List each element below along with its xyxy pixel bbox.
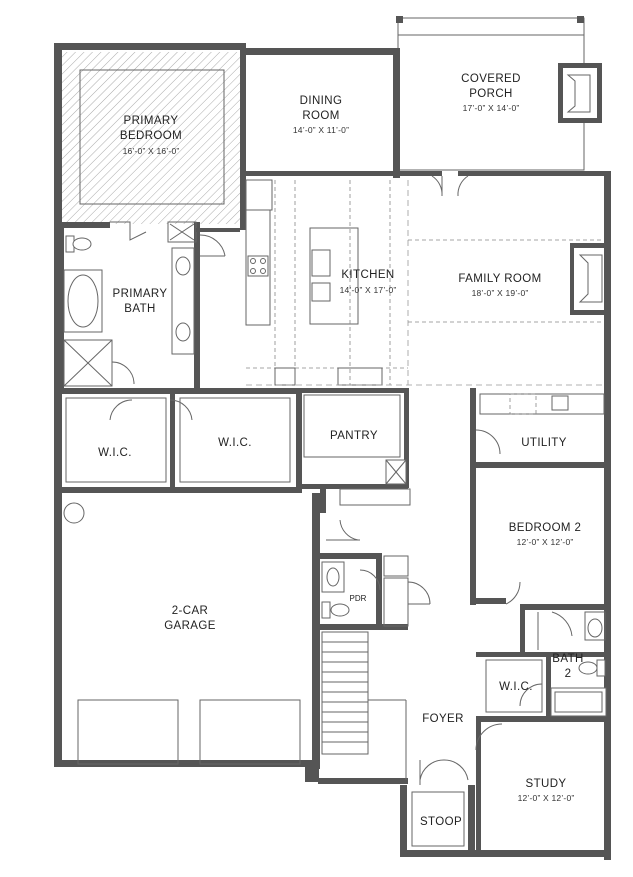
dining-room-label-2: ROOM	[302, 110, 339, 122]
kitchen: KITCHEN 14’-0” X 17’-0”	[245, 179, 408, 386]
dining-room: DINING ROOM 14’-0” X 11’-0”	[293, 95, 349, 135]
covered-porch-label: COVERED	[461, 73, 521, 85]
primary-bath-label-2: BATH	[124, 303, 155, 315]
porch-fireplace	[558, 63, 602, 123]
primary-bath: PRIMARY BATH	[62, 221, 240, 388]
foyer-label: FOYER	[422, 713, 464, 725]
exterior-walls	[54, 43, 611, 860]
kitchen-label: KITCHEN	[341, 269, 394, 281]
garage-label-2: GARAGE	[164, 620, 216, 632]
wic-right: W.I.C.	[485, 659, 543, 713]
study: STUDY 12’-0” X 12’-0”	[475, 716, 575, 852]
walk-in-closets: W.I.C. W.I.C.	[62, 388, 302, 493]
primary-bedroom-label-2: BEDROOM	[120, 130, 182, 142]
utility: UTILITY	[470, 388, 610, 468]
cooktop-icon	[247, 255, 269, 277]
utility-label: UTILITY	[521, 437, 567, 449]
wic-right-label: W.I.C.	[499, 681, 533, 693]
sink-icon	[311, 249, 331, 277]
family-fireplace	[570, 243, 608, 315]
vanity-sink-1	[175, 256, 191, 276]
bath-2-toilet-icon	[578, 659, 606, 677]
bath-2-label: BATH	[552, 653, 583, 665]
bathtub-icon	[63, 269, 103, 333]
covered-porch-label-2: PORCH	[469, 88, 513, 100]
covered-porch-labels: COVERED PORCH 17’-0” X 14’-0”	[461, 73, 521, 113]
garage-door-right	[199, 699, 301, 765]
vanity-sink-2	[175, 322, 191, 342]
powder-room: PDR	[318, 553, 431, 630]
pdr-sink-icon	[321, 561, 345, 593]
study-dim: 12’-0” X 12’-0”	[518, 793, 575, 803]
family-room-dim: 18’-0” X 19’-0”	[472, 288, 529, 298]
kitchen-dim: 14’-0” X 17’-0”	[340, 285, 397, 295]
stoop: STOOP	[411, 791, 465, 847]
bedroom-2-dim: 12’-0” X 12’-0”	[517, 537, 574, 547]
covered-porch	[396, 16, 602, 171]
wic-center-label: W.I.C.	[218, 437, 252, 449]
bedroom-2: BEDROOM 2 12’-0” X 12’-0”	[476, 522, 610, 610]
shower-icon	[63, 339, 135, 387]
primary-toilet-icon	[65, 235, 92, 253]
pantry-label: PANTRY	[330, 430, 378, 442]
bedroom-2-label: BEDROOM 2	[509, 522, 582, 534]
garage: 2-CAR GARAGE	[63, 493, 320, 769]
stoop-label: STOOP	[420, 816, 462, 828]
dining-room-dim: 14’-0” X 11’-0”	[293, 125, 349, 135]
pdr-toilet-icon	[321, 601, 350, 619]
stairs	[321, 631, 407, 780]
patio-door	[431, 175, 469, 197]
foyer: FOYER	[419, 713, 469, 785]
bath-2-label-2: 2	[565, 668, 572, 680]
covered-porch-dim: 17’-0” X 14’-0”	[463, 103, 520, 113]
study-label: STUDY	[526, 778, 567, 790]
primary-bedroom-dim: 16’-0” X 16’-0”	[123, 146, 180, 156]
family-room: FAMILY ROOM 18’-0” X 19’-0”	[246, 180, 608, 386]
bath-2: BATH 2	[476, 604, 610, 722]
dining-room-label: DINING	[300, 95, 343, 107]
garage-label: 2-CAR	[172, 605, 209, 617]
primary-bedroom-label: PRIMARY	[124, 115, 179, 127]
garage-door-left	[77, 699, 179, 765]
pantry: PANTRY	[302, 388, 409, 489]
water-heater-icon	[63, 502, 85, 524]
primary-bath-label: PRIMARY	[113, 288, 168, 300]
primary-bedroom: PRIMARY BEDROOM 16’-0” X 16’-0”	[62, 50, 246, 230]
hall	[320, 488, 411, 541]
kitchen-island	[309, 227, 359, 325]
family-room-label: FAMILY ROOM	[458, 273, 541, 285]
pdr-label: PDR	[350, 594, 367, 603]
wic-left-label: W.I.C.	[98, 447, 132, 459]
bath-2-tub-icon	[550, 687, 607, 717]
